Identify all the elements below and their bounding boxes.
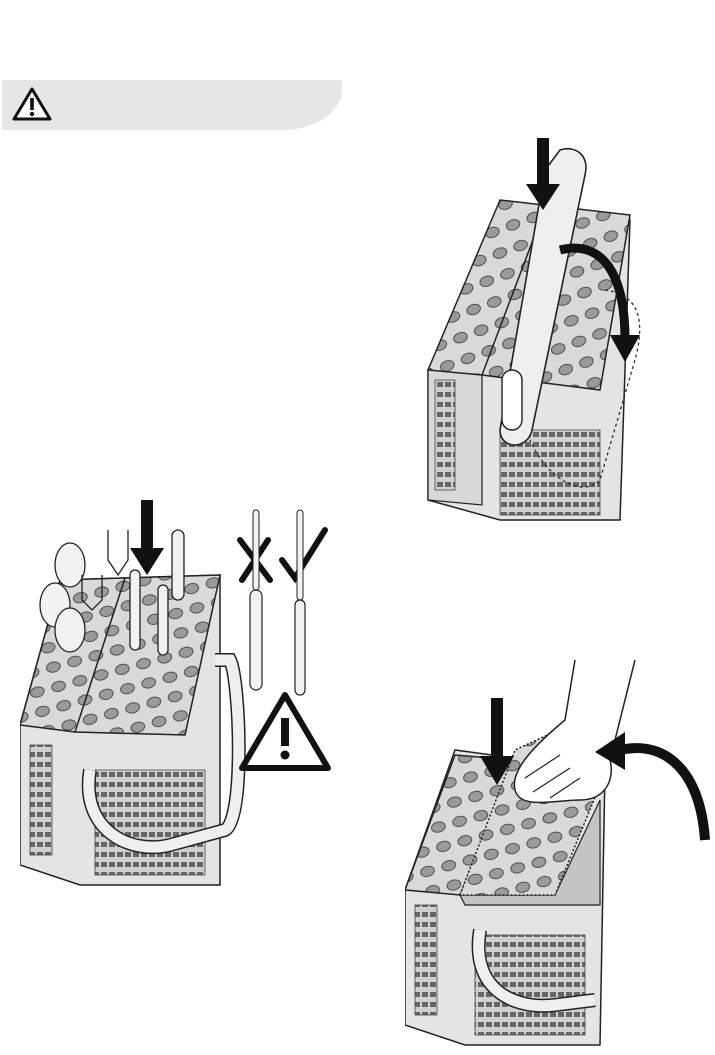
cutlery-loading-illustration bbox=[20, 500, 340, 890]
warning-triangle-icon bbox=[12, 86, 52, 122]
warning-banner bbox=[2, 80, 342, 130]
basket-handle-fold-illustration bbox=[420, 130, 650, 525]
curved-arrow-icon bbox=[595, 732, 705, 840]
lid-closing-illustration bbox=[405, 660, 715, 1050]
warning-triangle-icon bbox=[242, 695, 328, 768]
down-arrow-icon bbox=[130, 500, 164, 575]
